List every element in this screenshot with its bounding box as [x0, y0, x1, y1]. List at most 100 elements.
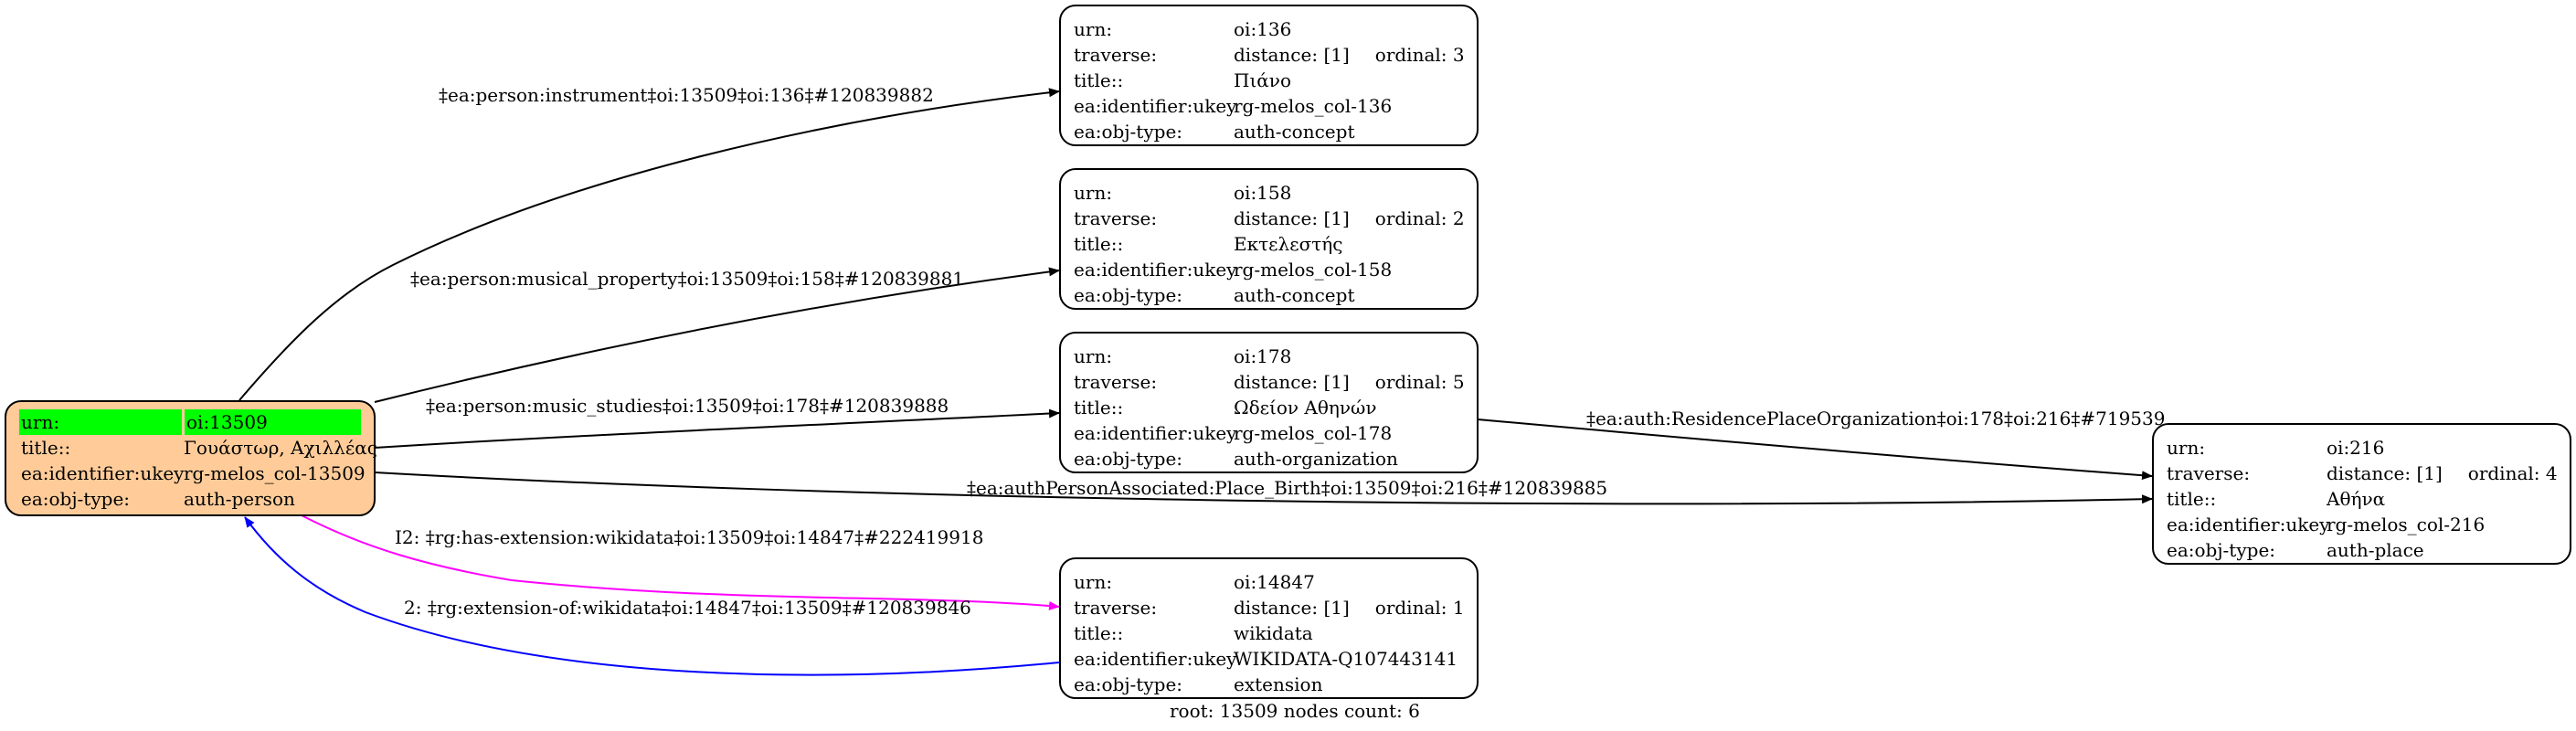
row-type: ea:obj-type: auth-concept [1074, 119, 1464, 144]
edge-label-extension-of: 2: ‡rg:extension-of:wikidata‡oi:14847‡oi… [404, 597, 971, 619]
key-ukey: ea:identifier:ukey [1074, 648, 1237, 670]
value-ordinal: ordinal: 2 [1374, 207, 1465, 229]
edge-label-has-extension: I2: ‡rg:has-extension:wikidata‡oi:13509‡… [395, 526, 984, 548]
node-136[interactable]: urn: oi:136 traverse: distance: [1] ordinal… [1059, 5, 1479, 146]
value-type: auth-concept [1234, 121, 1355, 143]
key-type: ea:obj-type: [1074, 673, 1183, 695]
key-traverse: traverse: [1074, 207, 1158, 229]
key-urn: urn: [1074, 571, 1113, 593]
edge-178-216 [1477, 418, 2153, 481]
key-ukey: ea:identifier:ukey [1074, 422, 1237, 444]
value-title: Εκτελεστής [1234, 233, 1343, 255]
row-title: title::Ωδείον Αθηνών [1074, 395, 1464, 420]
node-216[interactable]: urn: oi:216 traverse: distance: [1] ordinal… [2152, 423, 2571, 565]
node-158[interactable]: urn:oi:158 traverse:distance: [1]ordinal… [1059, 168, 1479, 310]
edge-label-music-studies: ‡ea:person:music_studies‡oi:13509‡oi:178… [426, 395, 949, 417]
key-title: title:: [1074, 622, 1124, 644]
row-urn: urn: oi:14847 [1074, 569, 1464, 595]
value-type: auth-place [2327, 539, 2424, 561]
value-type: auth-concept [1234, 284, 1355, 306]
value-title: Ωδείον Αθηνών [1234, 397, 1377, 418]
value-ukey: rg-melos_col-178 [1234, 422, 1393, 444]
key-title: title:: [1074, 233, 1124, 255]
value-distance: distance: [1] [1234, 597, 1350, 619]
row-urn: urn:oi:158 [1074, 180, 1464, 206]
key-title: title:: [21, 437, 71, 459]
key-ukey: ea:identifier:ukey [1074, 259, 1237, 281]
value-title: Αθήνα [2327, 488, 2386, 510]
row-traverse: traverse:distance: [1]ordinal: 5 [1074, 369, 1465, 395]
key-ukey: ea:identifier:ukey [21, 462, 185, 484]
value-ukey: rg-melos_col-158 [1234, 259, 1393, 281]
row-urn: urn: oi:216 [2167, 435, 2557, 461]
row-title: title::Πιάνο [1074, 68, 1464, 93]
row-title: title:: Γουάστωρ, Αχιλλέας [19, 435, 377, 461]
value-type: auth-organization [1234, 448, 1398, 470]
row-type: ea:obj-type: auth-organization [1074, 446, 1464, 471]
row-type: ea:obj-type: auth-concept [1074, 282, 1464, 308]
key-title: title:: [2167, 488, 2217, 510]
key-type: ea:obj-type: [1074, 121, 1183, 143]
edge-13509-14847 [301, 514, 1060, 611]
edge-label-musical-property: ‡ea:person:musical_property‡oi:13509‡oi:… [410, 268, 965, 290]
key-ukey: ea:identifier:ukey [2167, 514, 2330, 535]
row-traverse: traverse: distance: [1] ordinal: 3 [1074, 42, 1465, 68]
key-traverse: traverse: [1074, 597, 1158, 619]
edge-14847-13509 [244, 516, 1060, 676]
row-ukey: ea:identifier:ukey rg-melos_col-13509 [19, 461, 366, 486]
value-urn: oi:216 [2327, 437, 2385, 459]
row-urn: urn: oi:178 [1074, 344, 1464, 369]
value-title: Γουάστωρ, Αχιλλέας [184, 437, 377, 459]
row-title: title::Εκτελεστής [1074, 231, 1464, 257]
key-ukey: ea:identifier:ukey [1074, 95, 1237, 117]
value-ordinal: ordinal: 3 [1374, 44, 1465, 66]
value-ordinal: ordinal: 4 [2467, 462, 2558, 484]
value-ukey: rg-melos_col-13509 [184, 462, 366, 484]
row-traverse: traverse: distance: [1] ordinal: 4 [2167, 461, 2558, 486]
value-ukey: WIKIDATA-Q107443141 [1234, 648, 1458, 670]
value-title: Πιάνο [1234, 69, 1291, 91]
value-urn: oi:178 [1234, 345, 1292, 367]
edge-13509-178 [374, 408, 1060, 449]
key-traverse: traverse: [1074, 371, 1158, 393]
key-title: title:: [1074, 69, 1124, 91]
edge-13509-216 [374, 471, 2153, 505]
edge-13509-158 [374, 267, 1060, 403]
key-urn: urn: [1074, 345, 1113, 367]
key-urn: urn: [1074, 18, 1113, 40]
value-ukey: rg-melos_col-216 [2327, 514, 2486, 535]
value-title: wikidata [1234, 622, 1313, 644]
key-type: ea:obj-type: [1074, 284, 1183, 306]
edge-label-residence-place: ‡ea:auth:ResidencePlaceOrganization‡oi:1… [1586, 408, 2166, 429]
node-178[interactable]: urn: oi:178 traverse:distance: [1]ordinal… [1059, 332, 1479, 473]
row-traverse: traverse:distance: [1]ordinal: 2 [1074, 206, 1465, 231]
row-type: ea:obj-type: extension [1074, 672, 1464, 697]
value-urn: oi:136 [1234, 18, 1292, 40]
key-type: ea:obj-type: [1074, 448, 1183, 470]
value-distance: distance: [1] [2327, 462, 2443, 484]
row-title: title::Αθήνα [2167, 486, 2557, 512]
row-type: ea:obj-type: auth-person [19, 486, 361, 512]
root-node-13509[interactable]: urn: oi:13509 title:: Γουάστωρ, Αχιλλέας… [5, 400, 377, 516]
value-type: extension [1234, 673, 1323, 695]
value-distance: distance: [1] [1234, 44, 1350, 66]
key-type: ea:obj-type: [2167, 539, 2276, 561]
value-urn: oi:158 [1234, 182, 1292, 204]
key-type: ea:obj-type: [21, 488, 131, 510]
value-ordinal: ordinal: 5 [1374, 371, 1465, 393]
key-traverse: traverse: [2167, 462, 2251, 484]
node-14847[interactable]: urn:oi:14847 traverse:distance: [1]ordin… [1059, 557, 1479, 699]
key-urn: urn: [2167, 437, 2206, 459]
key-traverse: traverse: [1074, 44, 1158, 66]
edge-label-instrument: ‡ea:person:instrument‡oi:13509‡oi:136‡#1… [439, 84, 934, 106]
value-type: auth-person [184, 488, 295, 510]
value-ukey: rg-melos_col-136 [1234, 95, 1393, 117]
edge-label-place-birth: ‡ea:authPersonAssociated:Place_Birth‡oi:… [967, 477, 1608, 499]
value-urn: oi:14847 [1234, 571, 1315, 593]
